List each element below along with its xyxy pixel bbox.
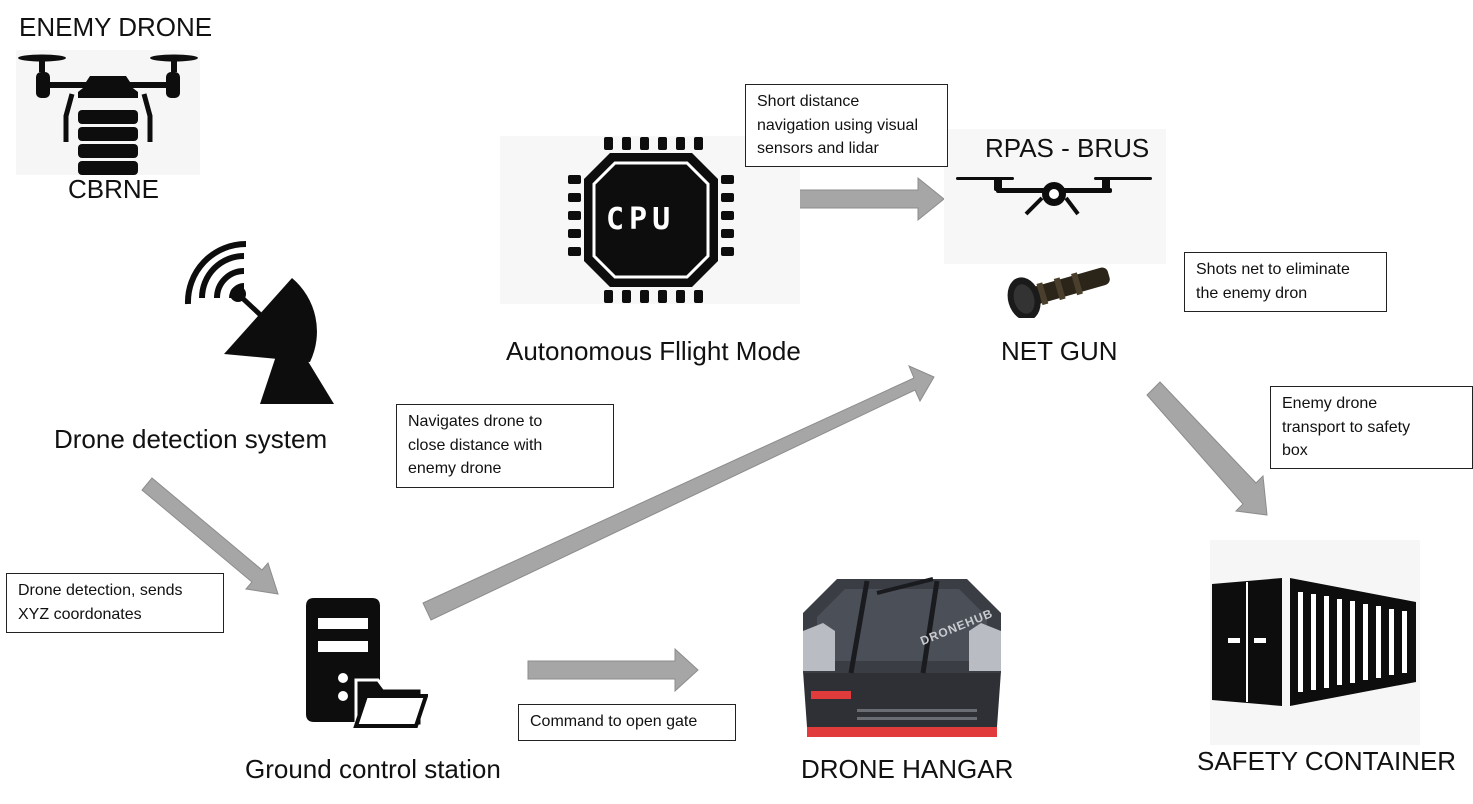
net-gun-icon (1007, 267, 1110, 318)
note-line: XYZ coordonates (18, 605, 142, 623)
drone-hangar-label: DRONE HANGAR (801, 754, 1014, 784)
arrow-ground-station-to-hangar (527, 647, 699, 693)
note-short-distance-navigation: Short distance navigation using visual s… (745, 84, 948, 167)
enemy-drone-subtitle: CBRNE (68, 174, 160, 204)
cpu-chip-icon (568, 137, 734, 303)
drone-hangar-icon (803, 577, 1001, 737)
note-line: the enemy dron (1196, 284, 1308, 302)
note-line: close distance with (408, 436, 543, 454)
safety-container-label: SAFETY CONTAINER (1197, 746, 1457, 776)
satellite-dish-icon (184, 241, 334, 404)
note-line: enemy drone (408, 460, 502, 477)
ground-station-server-icon (306, 598, 428, 728)
arrow-ground-station-to-net-gun (422, 365, 935, 621)
cpu-chip-text: CPU (606, 202, 676, 237)
note-line: transport to safety (1282, 418, 1411, 436)
note-line: Drone detection, sends (18, 582, 183, 599)
arrow-detection-to-ground-station (141, 477, 279, 595)
note-line: Shots net to eliminate (1196, 261, 1350, 278)
note-command-open-gate: Command to open gate (518, 704, 736, 741)
note-line: sensors and lidar (757, 140, 879, 157)
note-line: navigation using visual (757, 116, 918, 134)
note-navigates-drone: Navigates drone to close distance with e… (396, 404, 614, 488)
enemy-drone-title: ENEMY DRONE (19, 12, 213, 42)
note-line: Short distance (757, 93, 860, 110)
rpas-drone-icon (956, 177, 1152, 216)
enemy-drone-icon (16, 50, 200, 175)
detection-system-label: Drone detection system (54, 424, 328, 454)
note-enemy-drone-transport: Enemy drone transport to safety box (1270, 386, 1473, 469)
arrow-cpu-to-rpas (774, 176, 945, 222)
note-line: box (1282, 442, 1308, 459)
rpas-label: RPAS - BRUS (985, 133, 1150, 163)
note-line: Enemy drone (1282, 395, 1378, 412)
net-gun-label: NET GUN (1001, 336, 1118, 366)
note-shots-net: Shots net to eliminate the enemy dron (1184, 252, 1387, 312)
note-line: Navigates drone to (408, 413, 543, 430)
arrow-net-gun-to-container (1146, 381, 1268, 516)
ground-station-label: Ground control station (245, 754, 501, 784)
note-line: Command to open gate (530, 713, 698, 730)
shipping-container-icon (1212, 578, 1416, 706)
note-drone-detection-sends: Drone detection, sends XYZ coordonates (6, 573, 224, 633)
autonomous-flight-label: Autonomous Fllight Mode (506, 336, 801, 366)
